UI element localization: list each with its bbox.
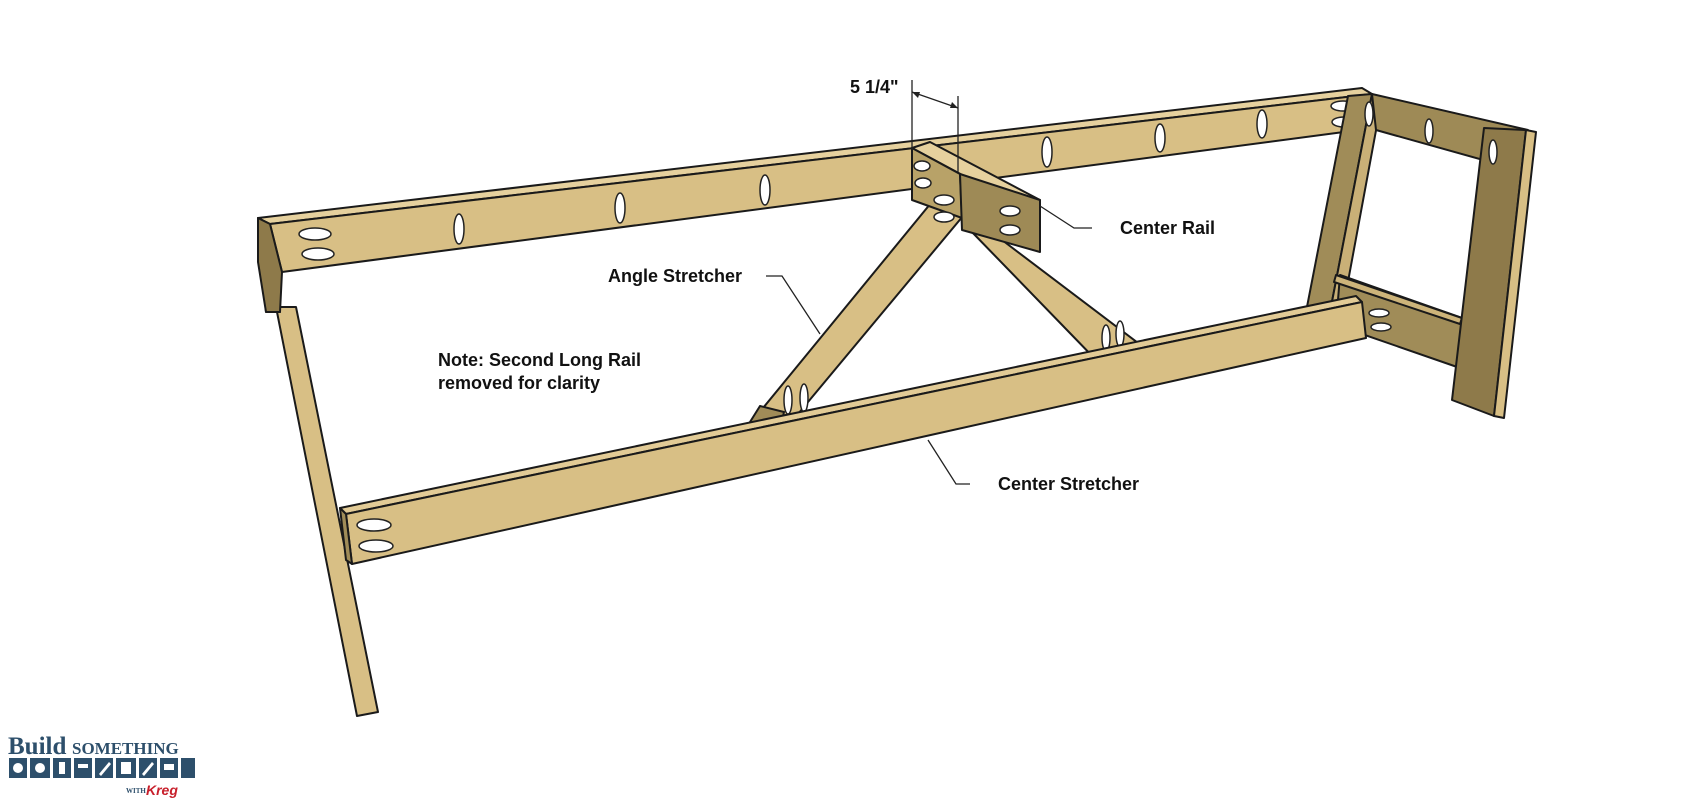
center-rail-label: Center Rail [1120,218,1215,238]
logo-build: Build [8,733,66,760]
center-rail-block [911,141,1041,253]
logo-with: WITH [126,787,146,795]
buildsomething-logo: Build SOMETHING WITH Kreg [8,733,195,798]
dimension-label: 5 1/4" [850,77,899,97]
back-long-rail [257,87,1375,313]
tool-icons [9,758,195,778]
note-line-2: removed for clarity [438,373,600,393]
callouts: Center Rail Angle Stretcher Center Stret… [438,205,1215,494]
logo-brand: Kreg [146,782,178,798]
angle-stretcher-label: Angle Stretcher [608,266,742,286]
right-leg-assembly [1305,93,1537,419]
note-line-1: Note: Second Long Rail [438,350,641,370]
dimension-marker: 5 1/4" [850,77,959,172]
logo-something: SOMETHING [72,739,179,758]
center-stretcher [339,295,1392,565]
center-stretcher-label: Center Stretcher [998,474,1139,494]
